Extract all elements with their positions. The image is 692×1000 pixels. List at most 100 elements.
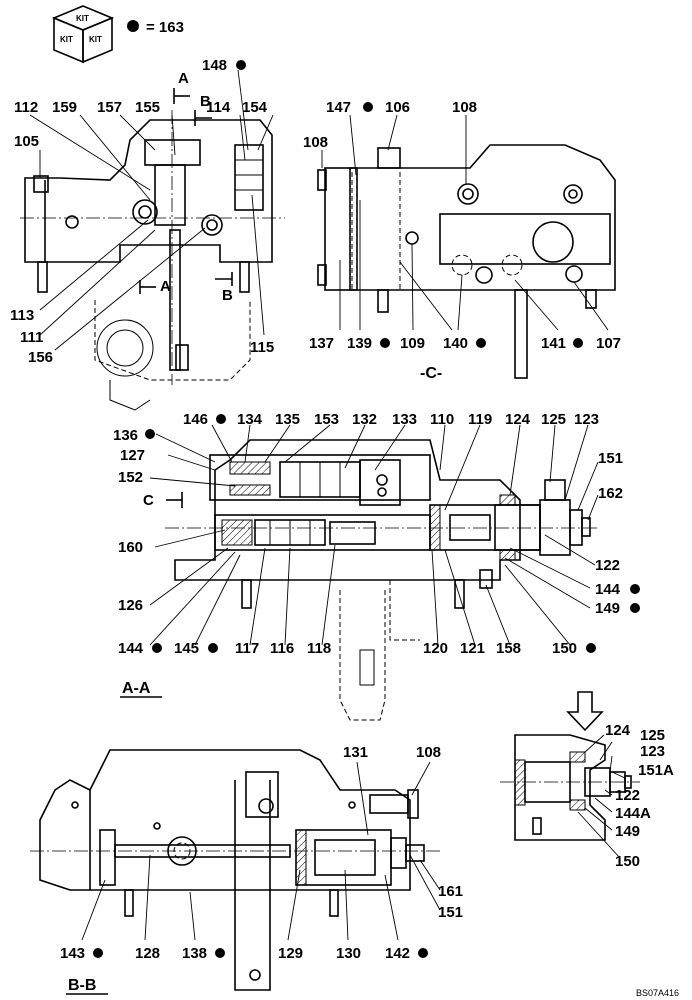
part-label: 108: [452, 99, 477, 116]
part-label: 110: [430, 411, 454, 428]
part-label: 106: [385, 99, 410, 116]
svg-text:KIT: KIT: [89, 35, 102, 44]
part-label: 114: [206, 99, 231, 116]
detail-leaders: [577, 734, 626, 859]
part-label: 132: [352, 411, 377, 428]
part-label: 108: [303, 134, 328, 151]
view-c-leaders: [321, 114, 609, 331]
part-label: 134: [237, 411, 263, 428]
part-label: 157: [97, 99, 122, 116]
part-label: 123: [574, 411, 599, 428]
part-label: 148: [202, 57, 227, 74]
section-title-bb: B-B: [68, 977, 96, 994]
part-label: 146: [183, 411, 208, 428]
part-label: 124: [505, 411, 531, 428]
part-label: 141: [541, 335, 566, 352]
svg-text:KIT: KIT: [60, 35, 73, 44]
part-label: 144A: [615, 805, 651, 822]
detail-view: 124 125 123 151A 122 144A 149 150: [500, 691, 674, 870]
part-label: 128: [135, 945, 160, 962]
kit-dot-icon: [236, 60, 246, 70]
part-label: 135: [275, 411, 300, 428]
part-label: 125: [640, 727, 665, 744]
part-label: 152: [118, 469, 143, 486]
part-label: 111: [20, 329, 43, 346]
part-label: 125: [541, 411, 566, 428]
section-aa-labels: 146 134 135 153 132 133 110 119 124 125 …: [113, 411, 640, 657]
section-aa: C: [113, 411, 640, 721]
svg-text:KIT: KIT: [76, 14, 89, 23]
kit-dot-icon: [476, 338, 486, 348]
kit-dot-icon: [363, 102, 373, 112]
part-label: 109: [400, 335, 425, 352]
cut-mark-a-bottom: A: [160, 278, 171, 295]
part-label: 161: [438, 883, 463, 900]
part-label: 115: [250, 339, 274, 356]
part-label: 122: [595, 557, 620, 574]
part-label: 126: [118, 597, 143, 614]
part-label: 149: [615, 823, 640, 840]
section-bb: 131 108 161 151 143 128 138 129 130 142 …: [30, 744, 463, 995]
kit-equals-text: = 163: [146, 19, 184, 36]
part-label: 156: [28, 349, 53, 366]
part-label: 129: [278, 945, 303, 962]
part-label: 108: [416, 744, 441, 761]
cut-mark-b-top: B: [200, 93, 211, 110]
kit-dot-icon: [152, 643, 162, 653]
part-label: 122: [615, 787, 640, 804]
kit-dot-icon: [418, 948, 428, 958]
part-label: 105: [14, 133, 39, 150]
part-label: 144: [118, 640, 144, 657]
part-label: 145: [174, 640, 199, 657]
kit-dot-icon: [93, 948, 103, 958]
part-label: 113: [10, 307, 34, 324]
view-front-labels: 148 112 159 157 155 114 154 105 113 111 …: [10, 57, 274, 366]
part-label: 130: [336, 945, 361, 962]
kit-dot-icon: [573, 338, 583, 348]
part-label: 154: [242, 99, 268, 116]
cut-mark-a-top: A: [178, 70, 189, 87]
part-label: 121: [460, 640, 485, 657]
part-label: 160: [118, 539, 143, 556]
view-front-leaders: [29, 69, 274, 351]
arrow-down-icon: [566, 691, 604, 732]
part-label: 117: [235, 640, 259, 657]
part-label: 136: [113, 427, 138, 444]
cut-mark-b-bottom: B: [222, 287, 233, 304]
kit-dot-icon: [145, 429, 155, 439]
part-label: 133: [392, 411, 417, 428]
part-label: 139: [347, 335, 372, 352]
part-label: 137: [309, 335, 334, 352]
view-c: 147 106 108 108 137 139 109 140 141 107 …: [303, 99, 621, 382]
part-label: 127: [120, 447, 145, 464]
view-front: A B A B 148 112 15: [10, 57, 285, 411]
drawing-code: BS07A416: [636, 988, 679, 998]
part-label: 118: [307, 640, 331, 657]
cut-mark-c: C: [143, 492, 154, 509]
part-label: 124: [605, 722, 631, 739]
part-label: 131: [343, 744, 368, 761]
part-label: 151: [598, 450, 623, 467]
section-bb-leaders: [81, 761, 441, 941]
part-label: 153: [314, 411, 339, 428]
kit-box-icon: KIT KIT KIT: [51, 5, 115, 64]
part-label: 123: [640, 743, 665, 760]
part-label: 140: [443, 335, 468, 352]
part-label: 138: [182, 945, 207, 962]
part-label: 149: [595, 600, 620, 617]
part-label: 144: [595, 581, 621, 598]
part-label: 155: [135, 99, 160, 116]
part-label: 116: [270, 640, 294, 657]
part-label: 142: [385, 945, 410, 962]
part-label: 159: [52, 99, 77, 116]
kit-legend: KIT KIT KIT = 163: [51, 5, 184, 64]
part-label: 151: [438, 904, 463, 921]
part-label: 151A: [638, 762, 674, 779]
section-title-c: -C-: [420, 365, 442, 382]
part-label: 120: [423, 640, 448, 657]
detail-labels: 124 125 123 151A 122 144A 149 150: [605, 722, 674, 870]
part-label: 158: [496, 640, 521, 657]
section-bb-labels: 131 108 161 151 143 128 138 129 130 142: [60, 744, 463, 962]
kit-dot-icon: [215, 948, 225, 958]
